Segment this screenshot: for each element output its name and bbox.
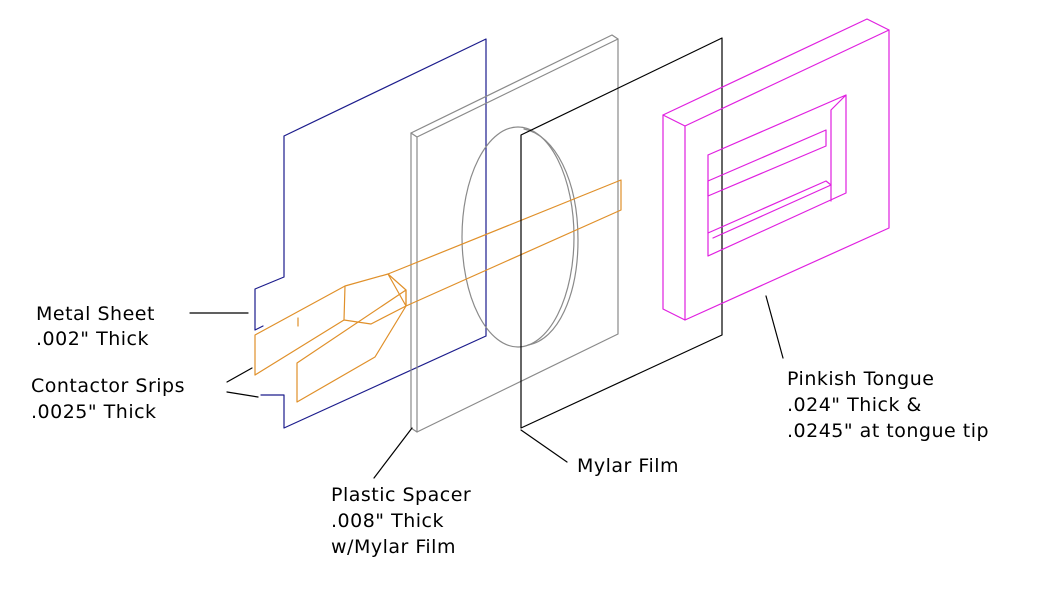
- label-contactor-strips-name: Contactor Srips: [31, 375, 185, 397]
- tongue-frame-front: [662, 114, 686, 321]
- plastic-spacer-window-ellipse: [461, 126, 575, 348]
- label-pinkish-tongue: Pinkish Tongue .024" Thick & .0245" at t…: [787, 368, 989, 442]
- leader-plastic-spacer: [373, 427, 413, 479]
- label-plastic-spacer-name: Plastic Spacer: [331, 484, 471, 506]
- tongue-frame-outline: [684, 29, 890, 321]
- label-plastic-spacer: Plastic Spacer .008" Thick w/Mylar Film: [331, 484, 471, 558]
- leader-contactor-strips: [226, 367, 259, 398]
- label-pinkish-tongue-tip: .0245" at tongue tip: [787, 420, 989, 442]
- mylar-film-part: [520, 37, 723, 429]
- contactor-strips-part: [254, 179, 622, 403]
- plastic-spacer-top-edge: [410, 34, 619, 138]
- label-metal-sheet-name: Metal Sheet: [36, 303, 155, 325]
- label-contactor-strips: Contactor Srips .0025" Thick: [31, 375, 185, 423]
- label-plastic-spacer-note: w/Mylar Film: [331, 536, 456, 558]
- metal-sheet-outline: [254, 38, 487, 429]
- metal-sheet-part: [254, 38, 487, 429]
- label-pinkish-tongue-thickness: .024" Thick &: [787, 394, 922, 416]
- label-contactor-strips-thickness: .0025" Thick: [31, 401, 157, 423]
- leader-mylar-film: [520, 429, 568, 463]
- leader-pinkish-tongue: [765, 295, 784, 359]
- label-mylar-film: Mylar Film: [577, 455, 679, 477]
- contactor-strip-lower: [296, 289, 407, 403]
- label-mylar-film-name: Mylar Film: [577, 455, 679, 477]
- label-metal-sheet: Metal Sheet .002" Thick: [36, 303, 155, 350]
- label-plastic-spacer-thickness: .008" Thick: [331, 510, 444, 532]
- pinkish-tongue-part: [662, 18, 890, 321]
- tongue-frame-top: [662, 18, 890, 127]
- plastic-spacer-window-rim: [523, 128, 579, 346]
- label-metal-sheet-thickness: .002" Thick: [36, 328, 149, 350]
- contactor-strip-upper: [254, 179, 622, 376]
- plastic-spacer-front-face: [410, 132, 418, 433]
- mylar-film-outline: [520, 37, 723, 429]
- tongue-frame-window: [707, 94, 847, 257]
- plastic-spacer-part: [410, 34, 619, 433]
- tongue-blade: [707, 129, 832, 239]
- plastic-spacer-outline: [416, 38, 619, 433]
- leader-lines: [189, 295, 784, 479]
- label-pinkish-tongue-name: Pinkish Tongue: [787, 368, 934, 390]
